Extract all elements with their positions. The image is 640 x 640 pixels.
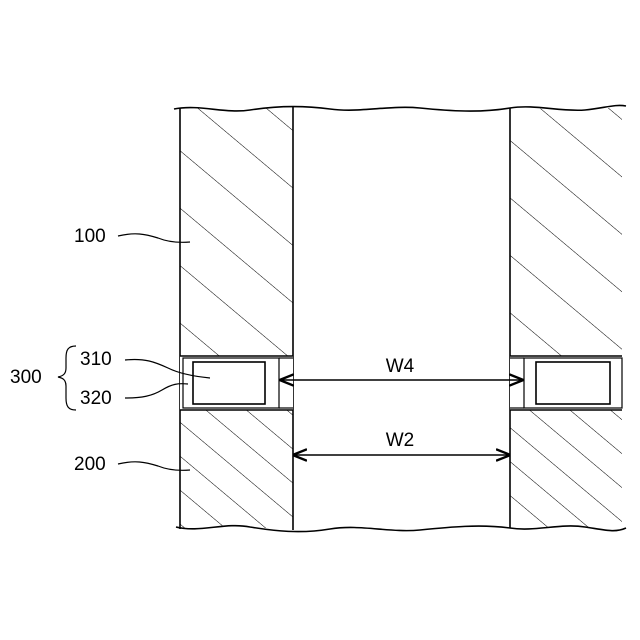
label-200: 200 <box>74 454 106 475</box>
layer-200-left <box>180 410 293 528</box>
assembly-300-left <box>180 356 293 410</box>
label-320: 320 <box>80 388 112 409</box>
callout-200: 200 <box>74 454 190 475</box>
layer-100-right <box>510 108 622 356</box>
dimension-w2: W2 <box>294 430 509 455</box>
right-wall <box>506 80 626 600</box>
w4-label: W4 <box>386 356 415 377</box>
callout-100: 100 <box>74 226 190 247</box>
label-100: 100 <box>74 226 106 247</box>
dimension-w4: W4 <box>281 356 522 380</box>
layer-200-right <box>510 410 622 528</box>
w2-label: W2 <box>386 430 415 451</box>
assembly-300-right <box>510 356 622 410</box>
callout-300: 300 <box>10 346 76 410</box>
label-310: 310 <box>80 349 112 370</box>
callout-320: 320 <box>80 384 188 409</box>
left-wall <box>176 80 297 600</box>
brace <box>58 346 76 410</box>
layer-100-left <box>180 108 293 356</box>
label-300: 300 <box>10 367 42 388</box>
